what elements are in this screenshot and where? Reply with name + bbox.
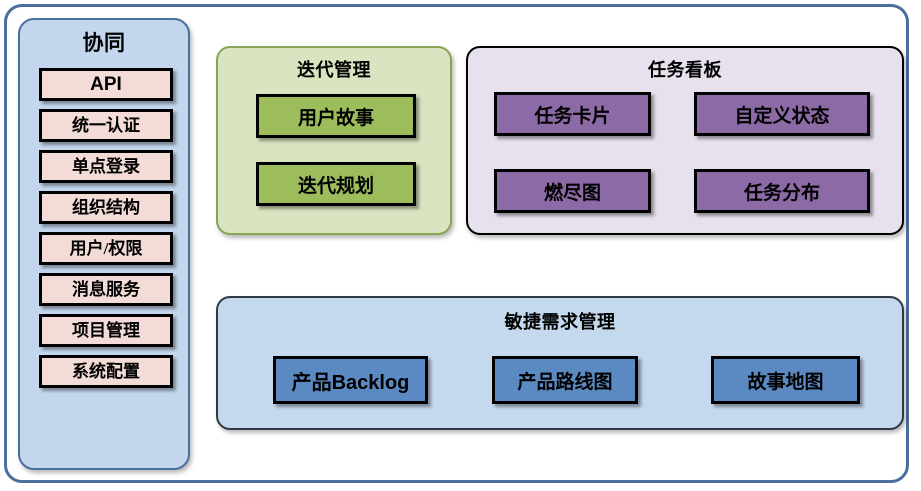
sidebar-item-project-management[interactable]: 项目管理 — [39, 314, 173, 347]
sidebar-item-org-structure[interactable]: 组织结构 — [39, 191, 173, 224]
agile-item-product-roadmap[interactable]: 产品路线图 — [492, 356, 638, 404]
taskboard-item-task-distribution[interactable]: 任务分布 — [694, 169, 870, 213]
agile-item-product-backlog[interactable]: 产品Backlog — [273, 356, 428, 404]
sidebar-item-single-sign-on[interactable]: 单点登录 — [39, 150, 173, 183]
panel-task-board-title: 任务看板 — [648, 60, 722, 80]
panel-collaboration-title: 协同 — [82, 32, 126, 55]
panel-iteration-management-title: 迭代管理 — [297, 60, 371, 80]
taskboard-item-burndown-chart[interactable]: 燃尽图 — [494, 169, 651, 213]
sidebar-item-message-service[interactable]: 消息服务 — [39, 273, 173, 306]
sidebar-item-api[interactable]: API — [39, 68, 173, 101]
panel-collaboration[interactable]: 协同 API 统一认证 单点登录 组织结构 用户/权限 消息服务 项目管理 系统… — [18, 18, 190, 470]
panel-iteration-management[interactable]: 迭代管理 用户故事 迭代规划 — [216, 46, 452, 235]
sidebar-item-list: API 统一认证 单点登录 组织结构 用户/权限 消息服务 项目管理 系统配置 — [39, 68, 173, 396]
sidebar-item-user-permission[interactable]: 用户/权限 — [39, 232, 173, 265]
sidebar-item-unified-auth[interactable]: 统一认证 — [39, 109, 173, 142]
sidebar-item-system-config[interactable]: 系统配置 — [39, 355, 173, 388]
agile-item-story-map[interactable]: 故事地图 — [711, 356, 860, 404]
taskboard-item-custom-status[interactable]: 自定义状态 — [694, 92, 870, 136]
iteration-item-iteration-planning[interactable]: 迭代规划 — [256, 162, 416, 206]
panel-task-board[interactable]: 任务看板 任务卡片 自定义状态 燃尽图 任务分布 — [466, 46, 904, 235]
panel-agile-requirement-management[interactable]: 敏捷需求管理 产品Backlog 产品路线图 故事地图 — [216, 296, 904, 430]
taskboard-item-task-card[interactable]: 任务卡片 — [494, 92, 651, 136]
panel-agile-requirement-management-title: 敏捷需求管理 — [504, 312, 616, 332]
iteration-item-user-story[interactable]: 用户故事 — [256, 94, 416, 138]
